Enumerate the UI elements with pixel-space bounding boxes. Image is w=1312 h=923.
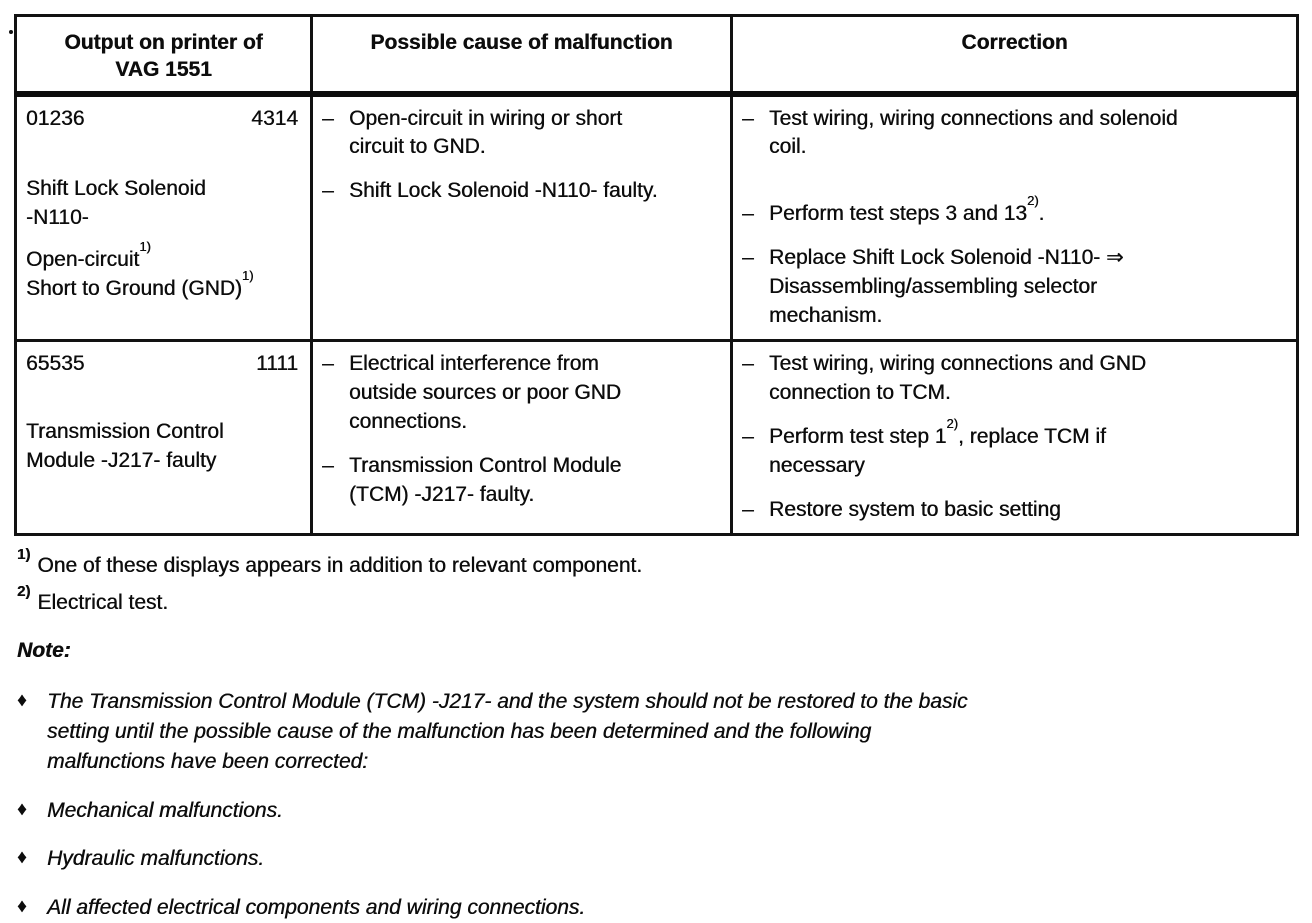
dash-bullet: – bbox=[322, 106, 334, 130]
diamond-bullet-icon: ♦ bbox=[17, 896, 27, 918]
correction-item: – Perform test steps 3 and 132). bbox=[742, 194, 1286, 229]
display-variants: Open-circuit1) Short to Ground (GND)1) bbox=[26, 239, 300, 304]
component-name: Shift Lock Solenoid -N110- bbox=[26, 177, 206, 230]
cause-cell: – Electrical interference from outside s… bbox=[310, 339, 733, 537]
footnote-ref-2: 2) bbox=[946, 416, 958, 432]
footnote-1: 1) One of these displays appears in addit… bbox=[17, 547, 1296, 578]
blink-code: 4314 bbox=[251, 106, 298, 130]
footnotes: 1) One of these displays appears in addit… bbox=[17, 547, 1296, 615]
correction-item: – Replace Shift Lock Solenoid -N110- ⇒ D… bbox=[742, 244, 1286, 331]
dash-bullet: – bbox=[322, 179, 334, 203]
correction-item: – Test wiring, wiring connections and so… bbox=[742, 105, 1286, 163]
footnote-text: Electrical test. bbox=[37, 591, 169, 615]
footnote-text: One of these displays appears in additio… bbox=[37, 554, 643, 578]
note-item: ♦ Mechanical malfunctions. bbox=[17, 796, 1296, 826]
correction-cell: – Test wiring, wiring connections and so… bbox=[730, 91, 1299, 343]
display-variant: Open-circuit1) bbox=[26, 239, 151, 272]
note-item: ♦ All affected electrical components and… bbox=[17, 893, 1296, 923]
diamond-bullet-icon: ♦ bbox=[17, 690, 27, 712]
dash-bullet: – bbox=[742, 106, 754, 130]
blink-code: 1111 bbox=[255, 352, 298, 376]
dash-bullet: – bbox=[742, 202, 754, 226]
note-item-text: All affected electrical components and w… bbox=[47, 896, 586, 920]
code-line: 65535 1111 bbox=[26, 350, 300, 379]
note-item-text: Mechanical malfunctions. bbox=[47, 798, 283, 822]
component-name: Transmission Control Module -J217- fault… bbox=[26, 420, 224, 473]
dash-bullet: – bbox=[742, 425, 754, 449]
scan-artifact-dot bbox=[9, 30, 13, 34]
table-header-row: Output on printer of VAG 1551 Possible c… bbox=[14, 14, 1299, 97]
dash-bullet: – bbox=[322, 352, 334, 376]
column-header-output-line2: VAG 1551 bbox=[115, 58, 212, 82]
note-item: ♦ Hydraulic malfunctions. bbox=[17, 844, 1296, 874]
output-cell: 65535 1111 Transmission Control Module -… bbox=[14, 339, 313, 537]
footnote-2: 2) Electrical test. bbox=[17, 584, 1296, 615]
dash-bullet: – bbox=[322, 454, 334, 478]
footnote-ref-1: 1) bbox=[139, 239, 151, 255]
note-item: ♦ The Transmission Control Module (TCM) … bbox=[17, 687, 1296, 776]
display-variant: Short to Ground (GND)1) bbox=[26, 268, 254, 301]
correction-item: – Perform test step 12), replace TCM if … bbox=[742, 417, 1286, 481]
dash-bullet: – bbox=[742, 498, 754, 522]
column-header-output-line1: Output on printer of bbox=[64, 31, 263, 54]
dash-bullet: – bbox=[742, 352, 754, 376]
cause-item: – Shift Lock Solenoid -N110- faulty. bbox=[322, 177, 720, 206]
note-item-text: The Transmission Control Module (TCM) -J… bbox=[47, 690, 968, 773]
cause-item: – Transmission Control Module (TCM) -J21… bbox=[322, 452, 720, 510]
dash-bullet: – bbox=[742, 246, 754, 270]
footnote-marker: 2) bbox=[17, 583, 31, 601]
footnote-marker: 1) bbox=[17, 546, 31, 564]
footnote-ref-1: 1) bbox=[241, 268, 254, 284]
code-line: 01236 4314 bbox=[26, 105, 300, 134]
column-header-cause: Possible cause of malfunction bbox=[310, 14, 733, 97]
correction-item: – Restore system to basic setting bbox=[742, 496, 1286, 525]
note-item-text: Hydraulic malfunctions. bbox=[47, 847, 265, 871]
cause-item: – Open-circuit in wiring or short circui… bbox=[322, 105, 720, 163]
correction-cell: – Test wiring, wiring connections and GN… bbox=[730, 339, 1299, 537]
fault-row-01236: 01236 4314 Shift Lock Solenoid -N110- Op… bbox=[14, 91, 1299, 343]
output-cell: 01236 4314 Shift Lock Solenoid -N110- Op… bbox=[14, 91, 313, 343]
column-header-correction: Correction bbox=[730, 14, 1299, 97]
cause-item: – Electrical interference from outside s… bbox=[322, 350, 720, 437]
note-title: Note: bbox=[17, 639, 71, 663]
diamond-bullet-icon: ♦ bbox=[17, 798, 27, 820]
correction-item: – Test wiring, wiring connections and GN… bbox=[742, 350, 1286, 408]
note-section: Note: ♦ The Transmission Control Module … bbox=[17, 639, 1296, 923]
fault-row-65535: 65535 1111 Transmission Control Module -… bbox=[14, 339, 1299, 537]
diamond-bullet-icon: ♦ bbox=[17, 847, 27, 869]
fault-code-table: Output on printer of VAG 1551 Possible c… bbox=[14, 14, 1299, 537]
column-header-output: Output on printer of VAG 1551 bbox=[14, 14, 313, 97]
cause-cell: – Open-circuit in wiring or short circui… bbox=[310, 91, 733, 343]
dtc-number: 01236 bbox=[26, 106, 85, 130]
dtc-number: 65535 bbox=[26, 352, 85, 376]
footnote-ref-2: 2) bbox=[1026, 193, 1039, 209]
